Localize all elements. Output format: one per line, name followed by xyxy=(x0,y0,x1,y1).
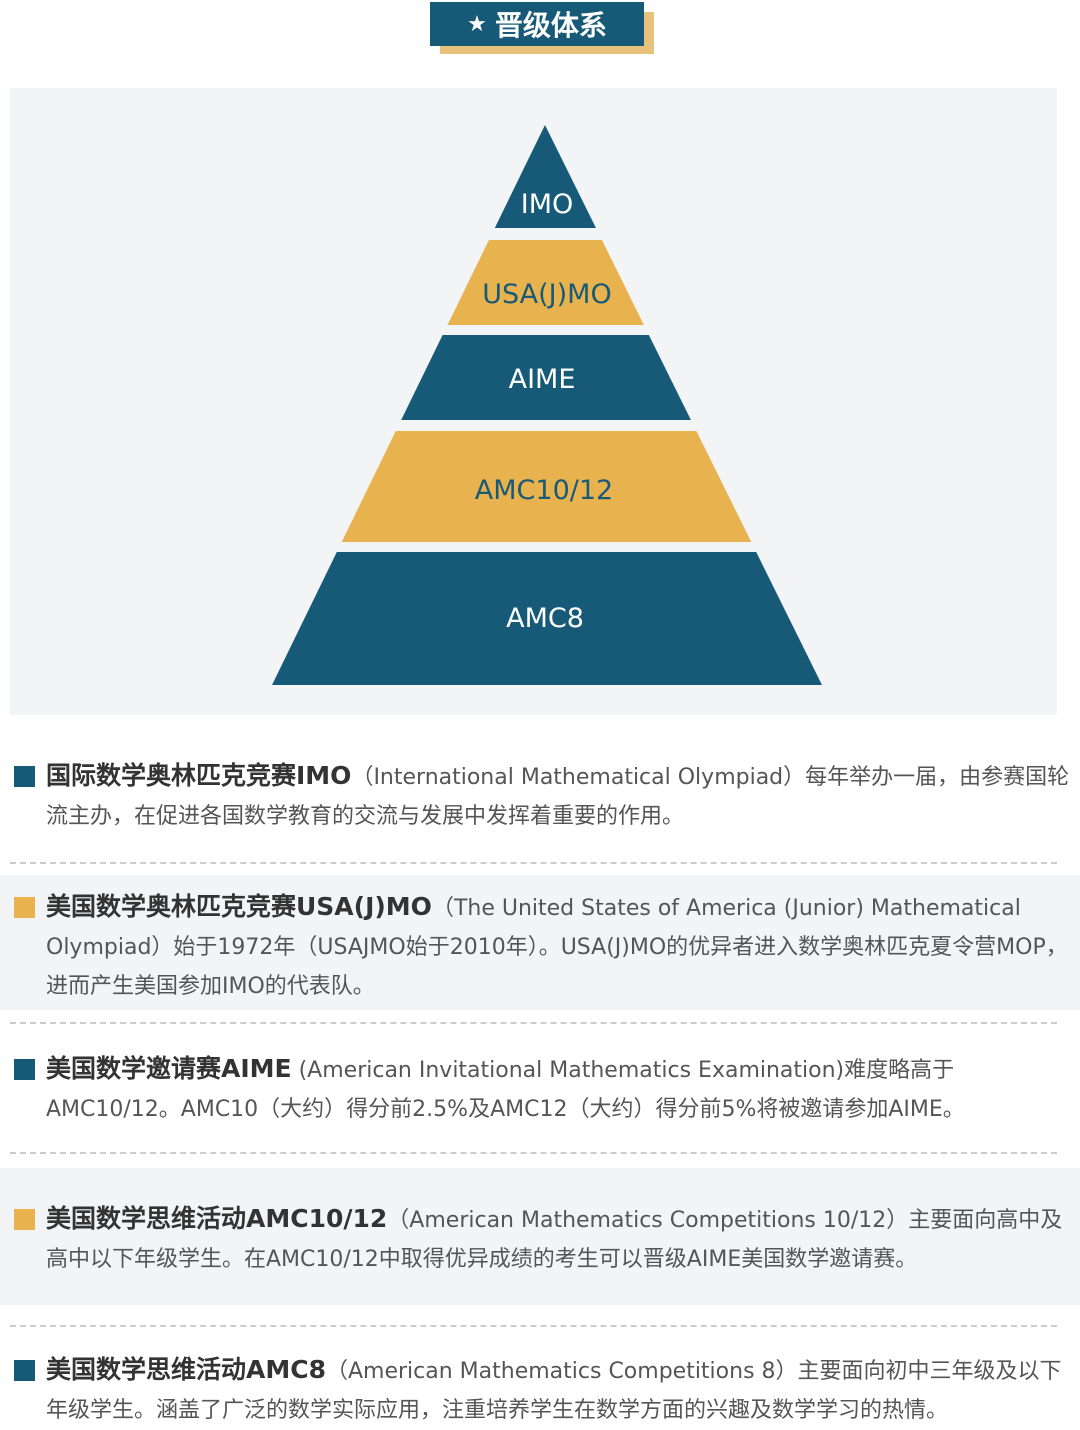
item-text: (American Invitational Mathematics Exami… xyxy=(46,1058,965,1122)
item-amc1012: 美国数学思维活动AMC10/12（American Mathematics Co… xyxy=(0,1168,1080,1305)
item-title: 美国数学思维活动AMC10/12 xyxy=(46,1204,388,1233)
square-bullet-icon xyxy=(14,1360,35,1381)
divider xyxy=(10,1325,1057,1327)
item-title: 美国数学邀请赛AIME xyxy=(46,1054,292,1083)
square-bullet-icon xyxy=(14,1059,35,1080)
section-header: ★ 晋级体系 xyxy=(430,2,644,46)
label-usajmo: USA(J)MO xyxy=(482,279,611,310)
item-title: 美国数学奥林匹克竞赛USA(J)MO xyxy=(46,892,432,921)
pyramid: IMO USA(J)MO AIME AMC10/12 AMC8 xyxy=(272,125,822,685)
star-icon: ★ xyxy=(467,11,487,37)
item-title: 美国数学思维活动AMC8 xyxy=(46,1355,326,1384)
item-imo: 国际数学奥林匹克竞赛IMO（International Mathematical… xyxy=(0,756,1080,836)
item-text: （International Mathematical Olympiad）每年举… xyxy=(46,765,1070,829)
item-aime: 美国数学邀请赛AIME (American Invitational Mathe… xyxy=(0,1049,1080,1129)
divider xyxy=(10,1152,1057,1154)
item-amc8: 美国数学思维活动AMC8（American Mathematics Compet… xyxy=(0,1350,1080,1430)
label-amc1012: AMC10/12 xyxy=(475,475,613,506)
square-bullet-icon xyxy=(14,897,35,918)
label-imo: IMO xyxy=(521,189,574,220)
square-bullet-icon xyxy=(14,1209,35,1230)
label-amc8: AMC8 xyxy=(506,603,584,634)
divider xyxy=(10,1022,1057,1024)
section-title: 晋级体系 xyxy=(494,9,607,42)
pyramid-level-amc8 xyxy=(272,552,822,685)
square-bullet-icon xyxy=(14,766,35,787)
label-aime: AIME xyxy=(509,364,576,395)
item-title: 国际数学奥林匹克竞赛IMO xyxy=(46,761,352,790)
item-text: （American Mathematics Competitions 10/12… xyxy=(46,1208,1063,1272)
item-text: （American Mathematics Competitions 8）主要面… xyxy=(46,1359,1062,1423)
divider xyxy=(10,862,1057,864)
item-usajmo: 美国数学奥林匹克竞赛USA(J)MO（The United States of … xyxy=(0,875,1080,1010)
item-text: （The United States of America (Junior) M… xyxy=(46,896,1068,999)
